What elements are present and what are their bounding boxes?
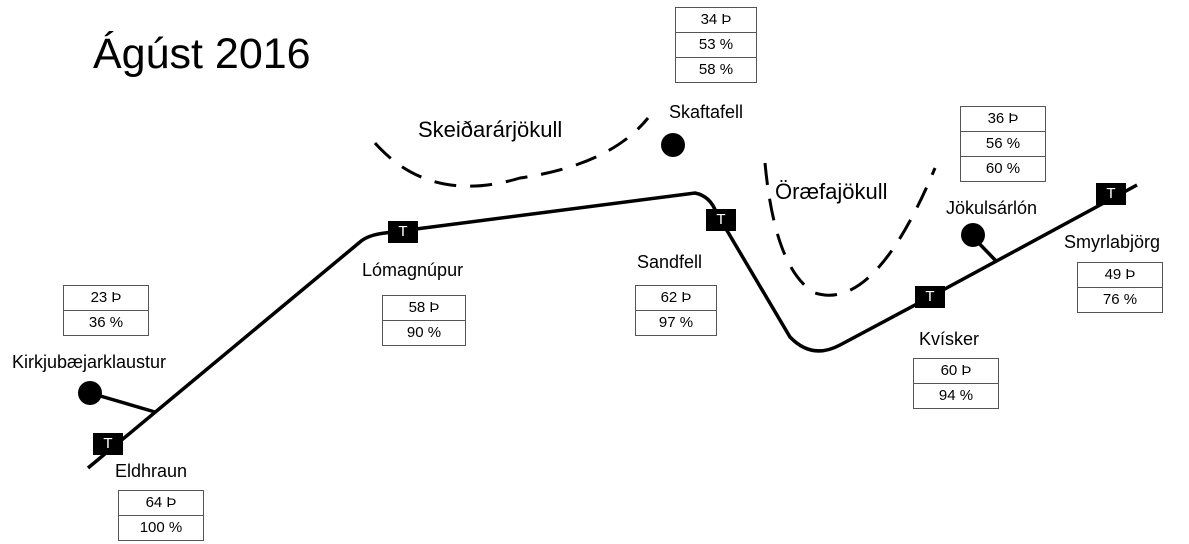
value-cell: 23 Þ xyxy=(64,286,148,311)
station-name-kirkjubaejarklaustur: Kirkjubæjarklaustur xyxy=(12,352,167,372)
terminal-marker-eldhraun: T xyxy=(93,433,123,455)
station-name-skaftafell: Skaftafell xyxy=(669,102,744,122)
station-dot-jokulsarlon xyxy=(961,223,985,247)
value-cell: 60 % xyxy=(985,160,1021,177)
value-cell: 97 % xyxy=(658,314,694,331)
terminal-marker-smyrlabjorg: T xyxy=(1096,183,1126,205)
road-line xyxy=(86,183,1138,470)
glacier-label-skeidararjokull: Skeiðarárjökull xyxy=(418,117,563,142)
value-box-sandfell: 62 Þ 97 % xyxy=(635,285,717,336)
value-box-kvisker: 60 Þ 94 % xyxy=(913,358,999,409)
station-dot-kirkjubaejarklaustur xyxy=(78,381,102,405)
value-cell: 53 % xyxy=(676,33,756,58)
value-cell: 62 Þ xyxy=(636,286,716,311)
value-cell: 49 Þ xyxy=(1078,263,1162,288)
terminal-marker-lomagnupur: T xyxy=(388,221,418,243)
terminal-marker-kvisker: T xyxy=(915,286,945,308)
value-cell: 100 % xyxy=(139,519,183,536)
value-cell: 76 % xyxy=(1102,291,1138,308)
value-cell: 60 Þ xyxy=(914,359,998,384)
value-cell: 90 % xyxy=(406,324,442,341)
value-box-smyrlabjorg: 49 Þ 76 % xyxy=(1077,262,1163,313)
glacier-label-oraefajokull: Öræfajökull xyxy=(775,179,888,204)
value-box-kirkjubaejarklaustur: 23 Þ 36 % xyxy=(63,285,149,336)
station-name-kvisker: Kvísker xyxy=(919,329,980,349)
value-box-lomagnupur: 58 Þ 90 % xyxy=(382,295,466,346)
station-name-lomagnupur: Lómagnúpur xyxy=(362,260,464,280)
glacier-edge-skeidararjokull xyxy=(373,117,650,188)
value-cell: 36 Þ xyxy=(961,107,1045,132)
station-name-jokulsarlon: Jökulsárlón xyxy=(946,198,1038,218)
value-cell: 58 % xyxy=(698,61,734,78)
page-title: Ágúst 2016 xyxy=(93,30,311,78)
station-name-smyrlabjorg: Smyrlabjörg xyxy=(1064,232,1161,252)
glacier-edge-oraefajokull xyxy=(763,162,937,297)
value-box-jokulsarlon: 36 Þ 56 % 60 % xyxy=(960,106,1046,182)
station-dot-skaftafell xyxy=(661,133,685,157)
value-cell: 94 % xyxy=(938,387,974,404)
value-cell: 56 % xyxy=(961,132,1045,157)
value-cell: 58 Þ xyxy=(383,296,465,321)
value-cell: 64 Þ xyxy=(119,491,203,516)
value-cell: 36 % xyxy=(88,314,124,331)
station-name-sandfell: Sandfell xyxy=(637,252,703,272)
station-name-eldhraun: Eldhraun xyxy=(115,461,188,481)
value-box-eldhraun: 64 Þ 100 % xyxy=(118,490,204,541)
value-cell: 34 Þ xyxy=(676,8,756,33)
terminal-marker-sandfell: T xyxy=(706,209,736,231)
value-box-skaftafell: 34 Þ 53 % 58 % xyxy=(675,7,757,83)
